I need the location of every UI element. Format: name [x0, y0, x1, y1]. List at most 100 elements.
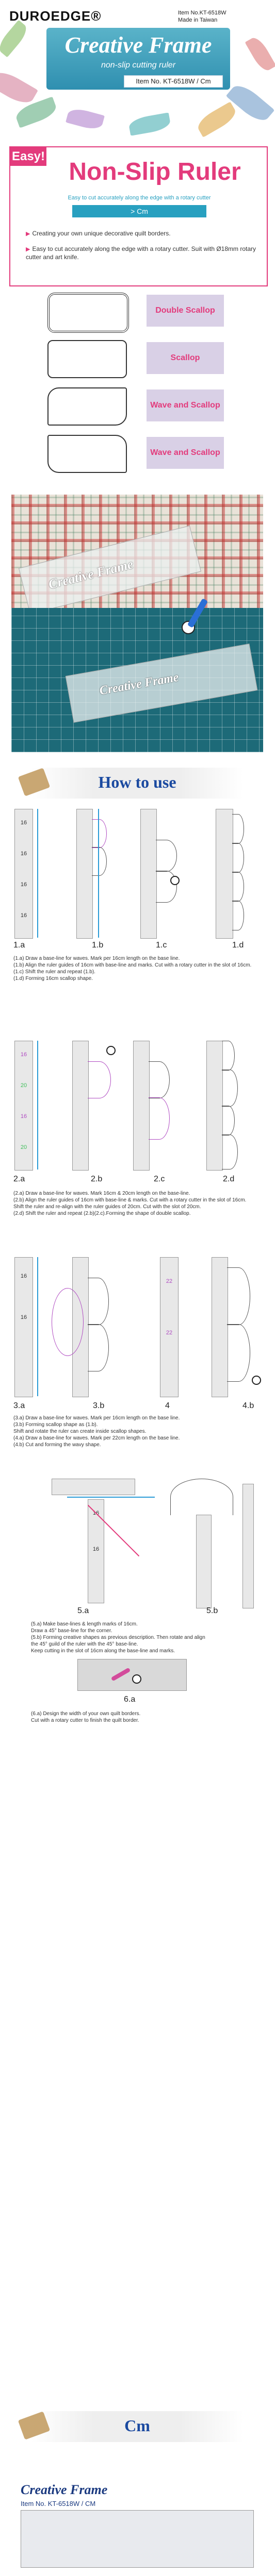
ruler-strip: 16 16 [88, 1499, 104, 1603]
length-mark: 16 [20, 1314, 27, 1320]
cm-title: Cm [124, 2416, 150, 2435]
step-2-section: 16 20 16 20 2.a 2.b 2.c 2.d (2.a) Draw a… [0, 1030, 275, 1236]
scallop-arc [232, 843, 244, 873]
step-label: 4 [165, 1401, 170, 1410]
ruler-strip [72, 1041, 89, 1171]
step-label: 2.b [91, 1175, 103, 1183]
cm-banner [31, 2411, 244, 2442]
desc-line: Keep cutting in the slot of 16cm along t… [31, 1648, 175, 1654]
cut-arc [156, 840, 177, 872]
base-line [37, 1041, 38, 1170]
step-6-description: (6.a) Design the width of your own quilt… [31, 1710, 268, 1724]
desc-line: (3.b) Forming scallop shape as (1.b). [13, 1422, 98, 1428]
features-tagline: Easy to cut accurately along the edge wi… [68, 195, 211, 201]
desc-line: Shift and rotate the ruler can create in… [13, 1429, 147, 1434]
ruler-strip [76, 809, 93, 939]
cut-arc [92, 847, 107, 876]
feature-bullet: ▶Creating your own unique decorative qui… [26, 230, 258, 238]
length-mark: 16 [20, 1113, 27, 1120]
scallop-arc [222, 1134, 238, 1170]
scallop-arc [222, 1041, 235, 1071]
step-label: 4.b [242, 1401, 254, 1410]
length-mark: 16 [20, 882, 27, 888]
rotary-cutter-icon [170, 876, 180, 885]
corner-arc [170, 1479, 233, 1515]
step-2-description: (2.a) Draw a base-line for waves. Mark 1… [13, 1190, 266, 1217]
cut-arc [149, 1061, 170, 1098]
scallop-arc [222, 1106, 235, 1136]
ruler-strip [206, 1041, 223, 1171]
features-title: Non-Slip Ruler [69, 158, 241, 185]
step-label: 1.d [232, 941, 244, 950]
scallop-arc [232, 814, 244, 844]
step-label: 5.b [206, 1606, 218, 1615]
desc-line: (3.a) Draw a base-line for waves. Mark p… [13, 1415, 180, 1421]
desc-line: Shift the ruler and re-align with the ru… [13, 1204, 201, 1210]
ruler-strip [196, 1515, 212, 1608]
ruler-strip [212, 1257, 228, 1397]
shape-label-wave-scallop-2: Wave and Scallop [147, 437, 224, 469]
desc-line: (6.a) Design the width of your own quilt… [31, 1711, 141, 1717]
step-5-description: (5.a) Make base-lines & length marks of … [31, 1621, 268, 1654]
desc-line: (4.b) Cut and forming the wavy shape. [13, 1442, 101, 1448]
wave-scallop-frame [47, 387, 127, 426]
length-mark: 16 [20, 912, 27, 919]
step-label: 2.a [13, 1175, 25, 1183]
base-line [37, 1257, 38, 1396]
banner-item-number: Item No. KT-6518W / Cm [124, 75, 223, 88]
wave-arc [227, 1324, 250, 1382]
made-in-text: Made in Taiwan [178, 17, 218, 23]
step-label: 6.a [124, 1695, 136, 1704]
cut-arc [88, 1278, 109, 1325]
leaf-decoration [0, 20, 30, 58]
ruler-product-image [21, 2510, 254, 2568]
desc-line: Draw a 45° base-line for the corner. [31, 1628, 112, 1634]
step-5-section: 16 16 5.a 5.b (5.a) Make base-lines & le… [0, 1468, 275, 1757]
shape-label-double-scallop: Double Scallop [147, 295, 224, 327]
wave-scallop-frame-2 [47, 435, 127, 473]
shape-label-wave-scallop: Wave and Scallop [147, 389, 224, 421]
desc-line: (1.d) Forming 16cm scallop shape. [13, 976, 93, 981]
desc-line: (1.a) Draw a base-line for waves. Mark p… [13, 956, 180, 961]
step-label: 3.b [93, 1401, 105, 1410]
wave-arc [227, 1267, 250, 1325]
step-label: 2.c [154, 1175, 165, 1183]
cut-arc [88, 1061, 111, 1098]
easy-tag: Easy! [10, 147, 46, 166]
step-label: 1.c [156, 941, 167, 950]
base-line [67, 1497, 155, 1498]
step-1-section: 16 16 16 16 1.a 1.b 1.c 1.d (1.a) Draw a… [0, 809, 275, 984]
desc-line: Cut with a rotary cutter to finish the q… [31, 1718, 139, 1723]
desc-line: (2.a) Draw a base-line for waves. Mark 1… [13, 1191, 190, 1196]
ruler-strip [52, 1479, 135, 1495]
title-banner: Creative Frame non-slip cutting ruler It… [46, 28, 230, 90]
length-mark: 20 [20, 1082, 27, 1089]
length-mark: 20 [20, 1144, 27, 1150]
features-box: Easy! Non-Slip Ruler Easy to cut accurat… [9, 146, 268, 286]
cut-arc [92, 819, 107, 848]
brand-logo: DUROEDGE® [9, 8, 102, 24]
product-item-number: Item No. KT-6518W / CM [21, 2500, 96, 2507]
banner-subtitle: non-slip cutting ruler [101, 61, 176, 70]
triangle-icon: ▶ [26, 246, 30, 252]
desc-line: (1.c) Shift the ruler and repeat (1.b). [13, 969, 95, 975]
desc-line: (2.d) Shift the ruler and repeat (2.b)(2… [13, 1211, 191, 1216]
scallop-frame [47, 340, 127, 378]
shape-samples: Double Scallop Scallop Wave and Scallop … [47, 293, 237, 478]
ruler-strip [140, 809, 157, 939]
banner-title: Creative Frame [64, 32, 212, 58]
desc-line: (5.a) Make base-lines & length marks of … [31, 1621, 138, 1627]
cut-arc [156, 871, 177, 903]
feature-text: Easy to cut accurately along the edge wi… [26, 245, 256, 261]
border-sample [77, 1659, 187, 1691]
cut-arc [88, 1324, 109, 1371]
item-number-text: Item No.KT-6518W [178, 10, 227, 16]
ruler-strip [133, 1041, 150, 1171]
length-mark: 22 [166, 1278, 173, 1284]
step-label: 1.a [13, 941, 25, 950]
header: DUROEDGE® Item No.KT-6518W Made in Taiwa… [0, 0, 275, 138]
howto-banner [31, 768, 244, 799]
feature-bullet: ▶Easy to cut accurately along the edge w… [26, 245, 258, 261]
length-mark: 16 [20, 1273, 27, 1279]
